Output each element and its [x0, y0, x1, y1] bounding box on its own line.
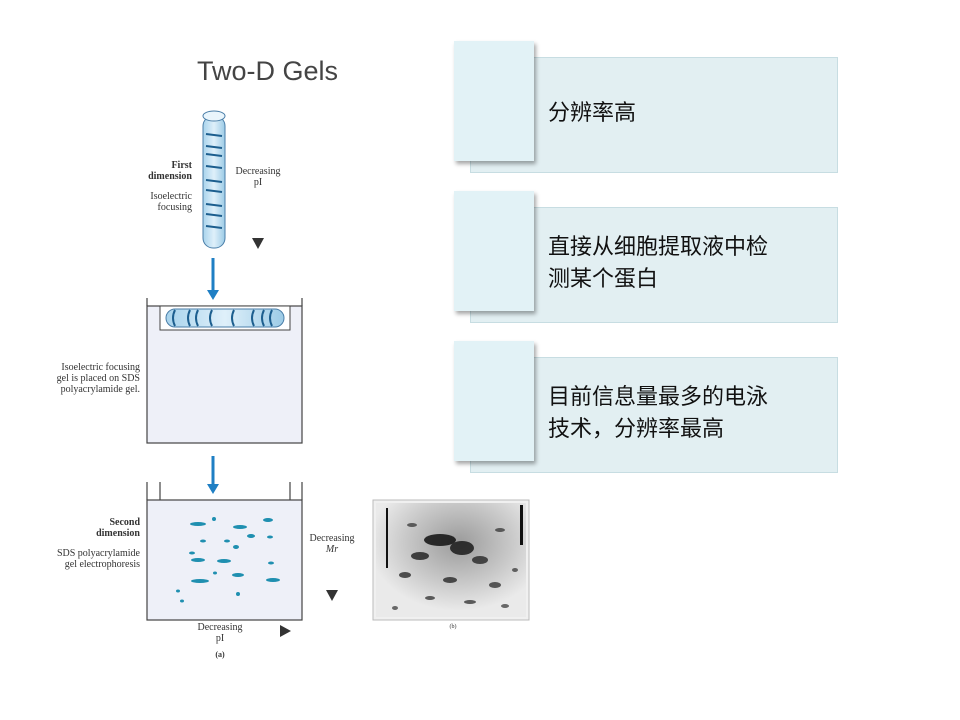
card-2: 直接从细胞提取液中检 测某个蛋白: [454, 191, 838, 325]
card-2-text: 直接从细胞提取液中检 测某个蛋白: [548, 235, 769, 292]
decreasing-pi-arrowhead: [252, 238, 264, 249]
card-1: 分辨率高: [454, 41, 838, 175]
panel-a-label: (a): [215, 650, 225, 659]
second-dimension-label: Second dimension: [96, 517, 140, 539]
first-dimension-label: First dimension: [148, 160, 192, 182]
mr-symbol: Mr: [325, 544, 339, 555]
decreasing-mr-label: Decreasing Mr: [309, 533, 355, 555]
gel-photo: [372, 499, 530, 621]
decreasing-pi-bottom-label: Decreasing pI: [197, 622, 243, 644]
panel-b-label: (b): [449, 624, 457, 630]
card-3: 目前信息量最多的电泳 技术，分辨率最高: [454, 341, 838, 475]
sds-page-label: SDS polyacrylamide gel electrophoresis: [56, 548, 140, 570]
card-3-text: 目前信息量最多的电泳 技术，分辨率最高: [548, 385, 769, 442]
slide-title: Two-D Gels: [196, 56, 339, 86]
sds-gel-box: [146, 482, 303, 621]
card-1-text: 分辨率高: [548, 101, 637, 126]
isoelectric-focusing-label: Isoelectric focusing: [150, 191, 192, 213]
ief-tube: [202, 110, 226, 249]
decreasing-pi-top-label: Decreasing pI: [235, 166, 281, 188]
placement-label: Isoelectric focusing gel is placed on SD…: [56, 362, 140, 395]
gel-placement-box: [146, 298, 303, 444]
